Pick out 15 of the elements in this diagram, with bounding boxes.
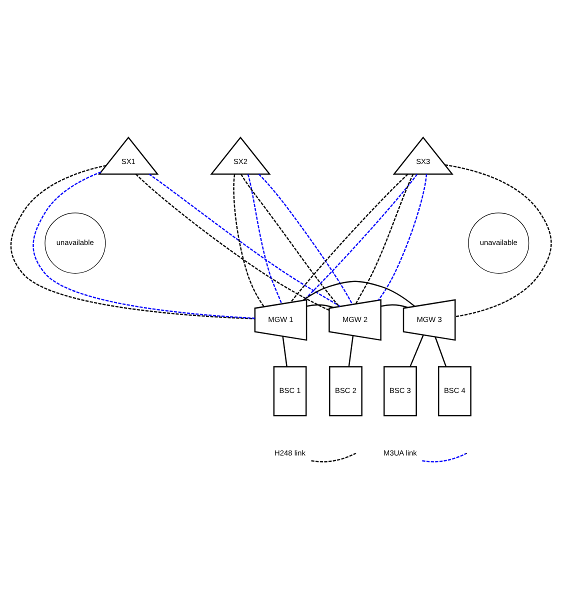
connector xyxy=(444,164,552,318)
connector xyxy=(306,304,334,308)
connector xyxy=(282,336,288,367)
connector xyxy=(378,174,428,300)
connector xyxy=(434,336,447,367)
connector xyxy=(302,280,416,307)
connector xyxy=(258,174,353,305)
connector xyxy=(410,334,424,367)
connector xyxy=(233,174,264,307)
connector xyxy=(247,174,282,304)
connector xyxy=(355,174,414,304)
connector xyxy=(290,174,408,303)
connector xyxy=(380,304,408,308)
connector xyxy=(348,336,354,367)
connector xyxy=(240,174,340,307)
